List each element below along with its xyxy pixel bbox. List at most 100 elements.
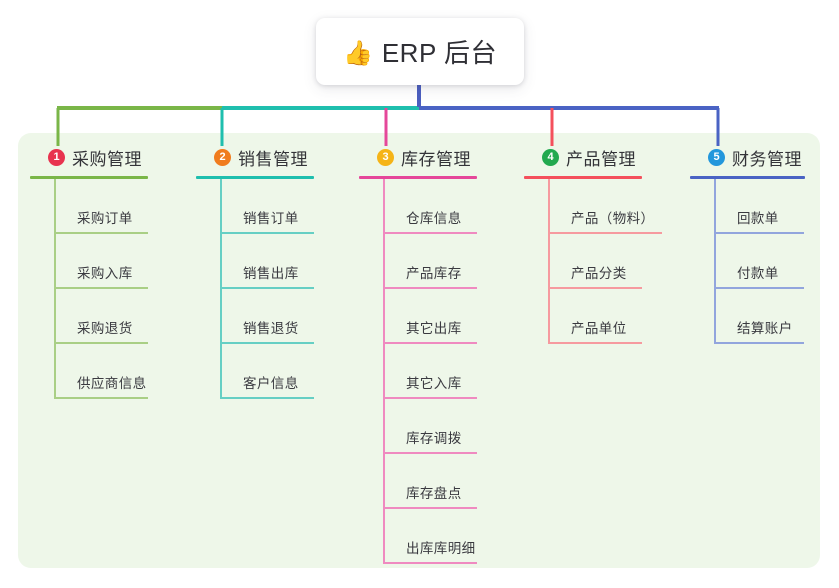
menu-item-rule [222, 342, 314, 344]
menu-item-label: 出库库明细 [406, 541, 476, 556]
menu-item-label: 产品单位 [571, 321, 627, 336]
number-badge-icon: 4 [542, 148, 559, 166]
menu-item-label: 销售退货 [243, 321, 299, 336]
menu-item[interactable]: 销售订单 [220, 179, 356, 234]
menu-item-rule [385, 507, 477, 509]
column-财务管理: 5 财务管理回款单付款单结算账户 [690, 145, 830, 344]
menu-item-rule [385, 232, 477, 234]
menu-item-label: 采购入库 [77, 266, 133, 281]
column-header-rule [690, 176, 805, 179]
menu-item-label: 采购订单 [77, 211, 133, 226]
menu-item-rule [56, 232, 148, 234]
root-stem-connector [417, 85, 421, 107]
number-badge-icon: 2 [214, 148, 231, 166]
menu-item-label: 采购退货 [77, 321, 133, 336]
menu-item-label: 供应商信息 [77, 376, 147, 391]
menu-item[interactable]: 付款单 [714, 234, 830, 289]
column-title: 库存管理 [401, 149, 471, 169]
branch-spine [548, 179, 550, 344]
menu-item-label: 其它入库 [406, 376, 462, 391]
menu-item-rule [222, 397, 314, 399]
menu-item[interactable]: 供应商信息 [54, 344, 190, 399]
menu-item[interactable]: 其它入库 [383, 344, 519, 399]
menu-item-label: 库存调拨 [406, 431, 462, 446]
column-header-rule [30, 176, 148, 179]
menu-item-rule [56, 342, 148, 344]
column-title: 销售管理 [238, 149, 308, 169]
number-badge-icon: 1 [48, 148, 65, 166]
menu-item[interactable]: 销售退货 [220, 289, 356, 344]
menu-item-rule [56, 287, 148, 289]
menu-item-label: 回款单 [737, 211, 779, 226]
menu-item[interactable]: 产品分类 [548, 234, 684, 289]
menu-item-rule [550, 232, 662, 234]
column-header[interactable]: 2 销售管理 [196, 145, 356, 169]
menu-item[interactable]: 回款单 [714, 179, 830, 234]
menu-item-label: 仓库信息 [406, 211, 462, 226]
content-panel [18, 133, 820, 568]
column-title: 财务管理 [732, 149, 802, 169]
root-title-card[interactable]: 👍 ERP 后台 [316, 18, 524, 85]
branch: 仓库信息产品库存其它出库其它入库库存调拨库存盘点出库库明细 [383, 179, 519, 564]
menu-item-rule [385, 452, 477, 454]
column-库存管理: 3 库存管理仓库信息产品库存其它出库其它入库库存调拨库存盘点出库库明细 [359, 145, 519, 564]
menu-item[interactable]: 产品（物料） [548, 179, 684, 234]
branch-spine [714, 179, 716, 344]
menu-item[interactable]: 采购订单 [54, 179, 190, 234]
menu-item-label: 销售订单 [243, 211, 299, 226]
menu-item[interactable]: 采购入库 [54, 234, 190, 289]
column-header-rule [524, 176, 642, 179]
column-header[interactable]: 4 产品管理 [524, 145, 684, 169]
branch-spine [383, 179, 385, 564]
column-header[interactable]: 5 财务管理 [690, 145, 830, 169]
menu-item[interactable]: 销售出库 [220, 234, 356, 289]
menu-item-label: 结算账户 [737, 321, 793, 336]
column-销售管理: 2 销售管理销售订单销售出库销售退货客户信息 [196, 145, 356, 399]
menu-item[interactable]: 客户信息 [220, 344, 356, 399]
menu-item-rule [716, 232, 804, 234]
menu-item-label: 库存盘点 [406, 486, 462, 501]
menu-item[interactable]: 出库库明细 [383, 509, 519, 564]
menu-item[interactable]: 库存调拨 [383, 399, 519, 454]
menu-item-rule [716, 287, 804, 289]
menu-item-rule [385, 342, 477, 344]
thumbs-up-icon: 👍 [342, 38, 373, 67]
menu-item[interactable]: 其它出库 [383, 289, 519, 344]
menu-item[interactable]: 采购退货 [54, 289, 190, 344]
menu-item-rule [716, 342, 804, 344]
menu-item[interactable]: 产品库存 [383, 234, 519, 289]
menu-item[interactable]: 产品单位 [548, 289, 684, 344]
menu-item[interactable]: 库存盘点 [383, 454, 519, 509]
column-title: 产品管理 [566, 149, 636, 169]
menu-item-rule [56, 397, 148, 399]
column-header-rule [196, 176, 314, 179]
branch: 回款单付款单结算账户 [714, 179, 830, 344]
column-title: 采购管理 [72, 149, 142, 169]
menu-item-rule [385, 562, 477, 564]
menu-item[interactable]: 仓库信息 [383, 179, 519, 234]
column-header[interactable]: 3 库存管理 [359, 145, 519, 169]
menu-item[interactable]: 结算账户 [714, 289, 830, 344]
column-产品管理: 4 产品管理产品（物料） 产品分类产品单位 [524, 145, 684, 344]
branch: 产品（物料） 产品分类产品单位 [548, 179, 684, 344]
number-badge-icon: 3 [377, 148, 394, 166]
column-header[interactable]: 1 采购管理 [30, 145, 190, 169]
menu-item-label: 产品库存 [406, 266, 462, 281]
menu-item-rule [385, 287, 477, 289]
menu-item-rule [222, 232, 314, 234]
menu-item-label: 客户信息 [243, 376, 299, 391]
branch-spine [54, 179, 56, 399]
branch-spine [220, 179, 222, 399]
tree-connectors [56, 106, 720, 146]
number-badge-icon: 5 [708, 148, 725, 166]
menu-item-label: 销售出库 [243, 266, 299, 281]
branch: 采购订单采购入库采购退货供应商信息 [54, 179, 190, 399]
column-采购管理: 1 采购管理采购订单采购入库采购退货供应商信息 [30, 145, 190, 399]
menu-item-label: 产品分类 [571, 266, 627, 281]
column-header-rule [359, 176, 477, 179]
menu-item-label: 付款单 [737, 266, 779, 281]
menu-item-label: 产品（物料） [571, 211, 655, 226]
menu-item-rule [550, 287, 642, 289]
menu-item-rule [385, 397, 477, 399]
